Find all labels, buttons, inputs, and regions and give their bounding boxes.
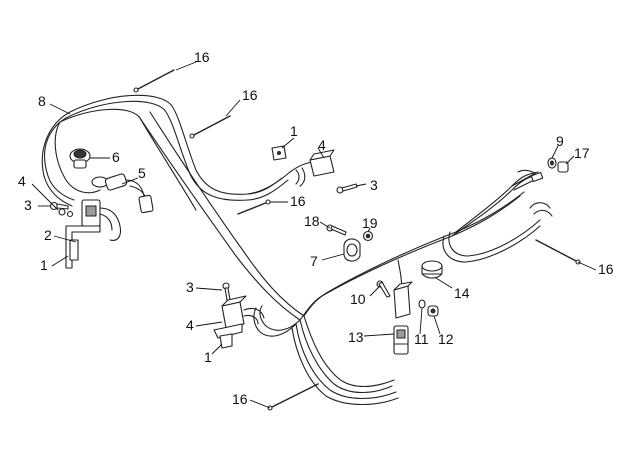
- callout-1: 1: [40, 257, 48, 273]
- callout-4: 4: [186, 317, 194, 333]
- cable-clamp-part: [343, 238, 361, 262]
- callout-9: 9: [556, 133, 564, 149]
- callout-16: 16: [194, 49, 210, 65]
- screw-part: [326, 224, 347, 236]
- callout-16: 16: [232, 391, 248, 407]
- key-switch-part: [69, 148, 91, 169]
- nut-part: [58, 208, 74, 218]
- callout-8: 8: [38, 93, 46, 109]
- callout-7: 7: [310, 253, 318, 269]
- screw-part: [49, 201, 69, 211]
- cable-tie-part: [535, 239, 581, 265]
- cable-tie-part: [267, 383, 319, 411]
- cable-tie-part: [237, 199, 271, 215]
- callout-17: 17: [574, 145, 590, 161]
- callout-19: 19: [362, 215, 378, 231]
- washer-part: [418, 299, 426, 309]
- lower-relay-assembly: [213, 282, 265, 349]
- callout-16: 16: [598, 261, 614, 277]
- screw-part: [336, 183, 358, 194]
- callout-13: 13: [348, 329, 364, 345]
- cable-tie-part: [189, 115, 231, 139]
- callout-1: 1: [204, 349, 212, 365]
- callout-14: 14: [454, 285, 470, 301]
- callout-3: 3: [24, 197, 32, 213]
- ring-terminals-part: [511, 169, 544, 191]
- nut-part: [362, 230, 374, 242]
- callout-4: 4: [18, 173, 26, 189]
- callout-2: 2: [44, 227, 52, 243]
- callout-4: 4: [318, 137, 326, 153]
- callout-18: 18: [304, 213, 320, 229]
- relay-bracket-part: [295, 149, 335, 187]
- callout-1: 1: [290, 123, 298, 139]
- nut-part: [427, 305, 439, 317]
- main-wiring-harness: [41, 94, 541, 405]
- callout-labels: 8 16 16 1 4 3 9 17 6 5 4 3 2 1 16 18 19 …: [18, 49, 614, 407]
- leader-lines: [31, 61, 597, 409]
- grommet-part: [421, 260, 443, 279]
- callout-6: 6: [112, 149, 120, 165]
- callout-5: 5: [138, 165, 146, 181]
- callout-16: 16: [290, 193, 306, 209]
- screw-part: [376, 280, 391, 298]
- connector-plug-part: [91, 173, 154, 214]
- bolt-part: [557, 161, 569, 173]
- multi-pin-connector-part: [393, 281, 413, 355]
- left-switch-assembly: [49, 199, 122, 269]
- callout-3: 3: [186, 279, 194, 295]
- callout-11: 11: [414, 331, 429, 347]
- callout-3: 3: [370, 177, 378, 193]
- callout-12: 12: [438, 331, 454, 347]
- callout-16: 16: [242, 87, 258, 103]
- callout-10: 10: [350, 291, 366, 307]
- cable-tie-part: [133, 69, 175, 93]
- washer-part: [547, 157, 557, 169]
- right-connector-part: [529, 202, 553, 217]
- clip-part: [271, 145, 287, 161]
